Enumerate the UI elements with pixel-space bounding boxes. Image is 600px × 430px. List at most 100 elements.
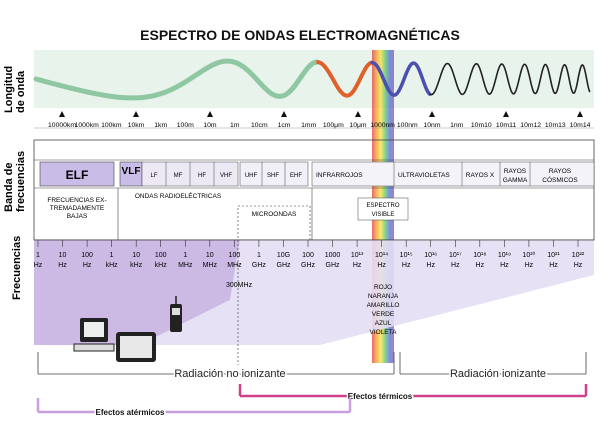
thermal-effects-bracket bbox=[238, 384, 588, 398]
wave-segment bbox=[316, 60, 374, 98]
wavelength-tick-label: 1mm bbox=[301, 122, 316, 129]
wavelength-tick-label: 100m bbox=[177, 122, 194, 129]
frequency-ticks: 1Hz10Hz100Hz1kHz10kHz100kHz1MHz10MHz100M… bbox=[34, 240, 585, 269]
band-mf: MF bbox=[174, 173, 183, 179]
band-shf: SHF bbox=[267, 173, 279, 179]
wavelength-tick-label: 10m13 bbox=[545, 122, 566, 129]
frequency-tick-value: 10¹⁶ bbox=[424, 252, 437, 259]
row-label-bands: Banda de frecuencias bbox=[3, 151, 27, 212]
wavelength-tick-label: 10km bbox=[128, 122, 145, 129]
frequency-tick-unit: Hz bbox=[402, 262, 411, 269]
frequency-tick-unit: Hz bbox=[549, 262, 558, 269]
wavelength-marker bbox=[281, 111, 287, 117]
visible-spectrum-label: ESPECTRO VISIBLE bbox=[357, 197, 409, 221]
frequency-tick-value: 10²¹ bbox=[547, 252, 560, 259]
frequency-tick-unit: Hz bbox=[426, 262, 435, 269]
band-vlf: VLF bbox=[122, 166, 141, 177]
svg-text:CÓSMICOS: CÓSMICOS bbox=[542, 175, 578, 184]
svg-text:TREMADAMENTE: TREMADAMENTE bbox=[50, 205, 105, 212]
frequency-tick-value: 1 bbox=[36, 252, 40, 259]
frequency-tick-value: 10 bbox=[59, 252, 67, 259]
frequency-tick-unit: Hz bbox=[525, 262, 534, 269]
microwaves-label: MICROONDAS bbox=[252, 211, 297, 218]
frequency-tick-unit: Hz bbox=[476, 262, 485, 269]
frequency-tick-value: 10¹³ bbox=[351, 252, 364, 259]
svg-text:frecuencias: frecuencias bbox=[15, 151, 27, 212]
frequency-fan-region bbox=[140, 240, 594, 345]
wave-segment bbox=[370, 60, 432, 97]
frequency-tick-unit: GHz bbox=[252, 262, 267, 269]
frequency-tick-value: 10¹⁴ bbox=[375, 252, 388, 259]
frequency-tick-value: 1000 bbox=[325, 252, 341, 259]
wavelength-tick-label: 10m14 bbox=[570, 122, 591, 129]
frequency-tick-value: 100 bbox=[155, 252, 167, 259]
wavelength-tick-label: 10nm bbox=[423, 122, 440, 129]
frequency-tick-value: 1 bbox=[257, 252, 261, 259]
wavelength-tick-label: 10m11 bbox=[496, 122, 516, 129]
frequency-tick-unit: kHz bbox=[130, 262, 143, 269]
frequency-tick-unit: MHz bbox=[203, 262, 218, 269]
frequency-tick-value: 1 bbox=[183, 252, 187, 259]
frequency-tick-value: 10¹⁵ bbox=[400, 252, 413, 259]
svg-text:GAMMA: GAMMA bbox=[503, 177, 528, 184]
wavelength-marker bbox=[355, 111, 361, 117]
frequency-tick-value: 10¹⁷ bbox=[449, 252, 462, 259]
frequency-tick-value: 1 bbox=[110, 252, 114, 259]
svg-text:ROJO: ROJO bbox=[374, 284, 392, 291]
frequency-tick-value: 100 bbox=[302, 252, 314, 259]
band-ehf: EHF bbox=[290, 173, 302, 179]
thermal-effects-label: Efectos térmicos bbox=[348, 392, 413, 401]
band-xray: RAYOS X bbox=[466, 172, 495, 179]
svg-text:VISIBLE: VISIBLE bbox=[372, 212, 395, 218]
computer-icon bbox=[73, 318, 115, 352]
page-title: ESPECTRO DE ONDAS ELECTROMAGNÉTICAS bbox=[140, 27, 460, 43]
athermal-effects-bracket bbox=[36, 398, 352, 414]
non-ionizing-label: Radiación no ionizante bbox=[174, 368, 285, 380]
band-infrared: INFRARROJOS bbox=[316, 172, 363, 179]
non-ionizing-bracket bbox=[37, 352, 395, 375]
svg-text:ESPECTRO: ESPECTRO bbox=[366, 203, 399, 209]
wave-segment bbox=[429, 62, 591, 96]
frequency-tick-unit: Hz bbox=[500, 262, 509, 269]
frequency-tick-value: 100 bbox=[229, 252, 241, 259]
wavelength-tick-label: 10m bbox=[203, 122, 217, 129]
band-gamma: RAYOS GAMMA bbox=[503, 168, 528, 184]
frequency-tick-value: 10²² bbox=[572, 252, 585, 259]
wavelength-tick-label: 1cm bbox=[278, 122, 291, 129]
svg-text:Longitud: Longitud bbox=[3, 66, 15, 113]
frequency-tick-unit: Hz bbox=[353, 262, 362, 269]
svg-text:AZUL: AZUL bbox=[375, 320, 392, 327]
svg-text:RAYOS: RAYOS bbox=[504, 168, 527, 175]
wavelength-marker bbox=[577, 111, 583, 117]
wavelength-tick-label: 10cm bbox=[251, 122, 268, 129]
svg-text:NARANJA: NARANJA bbox=[368, 293, 399, 300]
microwave-subbands: UHF SHF EHF bbox=[239, 161, 309, 187]
band-elf-cell bbox=[39, 161, 115, 187]
wavelength-tick-label: 10m10 bbox=[471, 122, 492, 129]
frequency-tick-unit: Hz bbox=[377, 262, 386, 269]
tv-icon bbox=[116, 332, 156, 362]
wavelength-tick-label: 1m bbox=[230, 122, 240, 129]
svg-text:FRECUENCIAS EX-: FRECUENCIAS EX- bbox=[47, 197, 106, 204]
svg-text:de onda: de onda bbox=[15, 70, 27, 113]
wavelength-tick-label: 100μm bbox=[323, 122, 344, 129]
wavelength-tick-label: 1000nm bbox=[370, 122, 395, 129]
radio-waves-label: ONDAS RADIOELÉCTRICAS bbox=[135, 191, 222, 200]
visible-colors-list: ROJO NARANJA AMARILLO VERDE AZUL VIOLETA bbox=[367, 284, 400, 336]
frequency-tick-unit: Hz bbox=[83, 262, 92, 269]
wavelength-tick-label: 1km bbox=[154, 122, 167, 129]
wavelength-tick-label: 10m12 bbox=[520, 122, 541, 129]
frequency-tick-value: 10¹⁸ bbox=[473, 252, 486, 259]
frequency-tick-value: 100 bbox=[81, 252, 93, 259]
frequency-tick-value: 10¹⁹ bbox=[498, 252, 511, 259]
label-300mhz: 300MHz bbox=[226, 282, 253, 289]
ionizing-label: Radiación ionizante bbox=[450, 368, 546, 380]
row-label-wavelength: Longitud de onda bbox=[3, 66, 27, 113]
wavelength-marker bbox=[59, 111, 65, 117]
frequency-tick-value: 10G bbox=[277, 252, 290, 259]
wavelength-wave bbox=[33, 58, 591, 101]
wavelength-tick-label: 1nm bbox=[450, 122, 464, 129]
frequency-tick-unit: MHz bbox=[178, 262, 193, 269]
frequency-tick-unit: GHz bbox=[301, 262, 316, 269]
